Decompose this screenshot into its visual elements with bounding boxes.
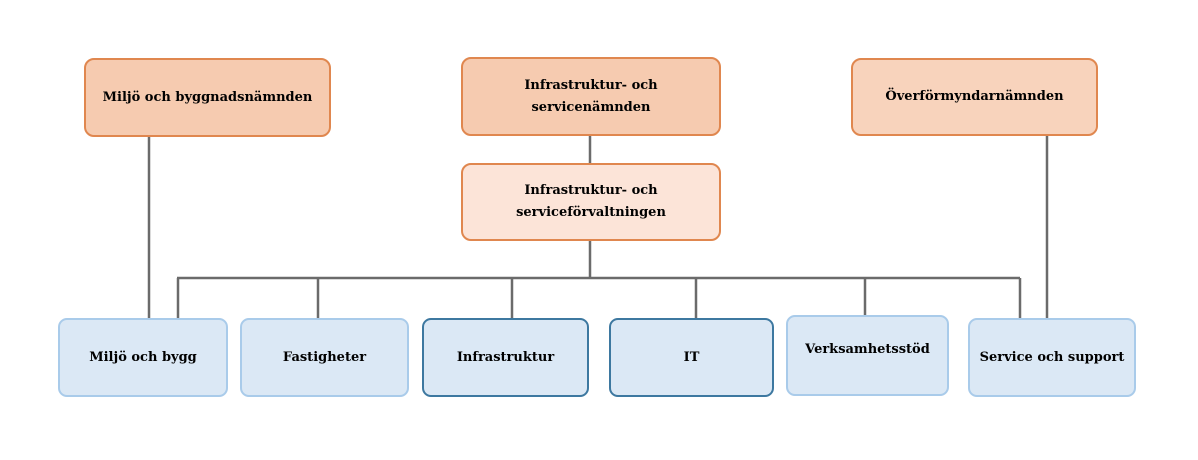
unit-label: Verksamhetsstöd: [805, 339, 930, 361]
unit-label: Miljö och bygg: [89, 347, 197, 369]
board-miljo-och-bygg: Miljö och byggnadsnämnden: [84, 58, 331, 137]
unit-label: Fastigheter: [283, 347, 366, 369]
unit-label: Infrastruktur: [457, 347, 554, 369]
unit-label: Service och support: [980, 347, 1125, 369]
board-infra-label-line1: Infrastruktur- och: [524, 75, 657, 97]
board-infrastruktur-och-service: Infrastruktur- och servicenämnden: [461, 57, 721, 136]
unit-label: IT: [684, 347, 700, 369]
unit-miljo-och-bygg: Miljö och bygg: [58, 318, 228, 397]
unit-fastigheter: Fastigheter: [240, 318, 409, 397]
unit-service-och-support: Service och support: [968, 318, 1136, 397]
unit-verksamhetsstod: Verksamhetsstöd: [786, 315, 949, 396]
administration-box: Infrastruktur- och serviceförvaltningen: [461, 163, 721, 241]
administration-label-line1: Infrastruktur- och: [524, 180, 657, 202]
unit-it: IT: [609, 318, 774, 397]
unit-infrastruktur: Infrastruktur: [422, 318, 589, 397]
board-overformyndar: Överförmyndarnämnden: [851, 58, 1098, 136]
administration-label-line2: serviceförvaltningen: [516, 202, 666, 224]
board-infra-label-line2: servicenämnden: [531, 97, 650, 119]
board-overformyndar-label: Överförmyndarnämnden: [885, 86, 1063, 108]
board-miljo-label: Miljö och byggnadsnämnden: [103, 87, 313, 109]
